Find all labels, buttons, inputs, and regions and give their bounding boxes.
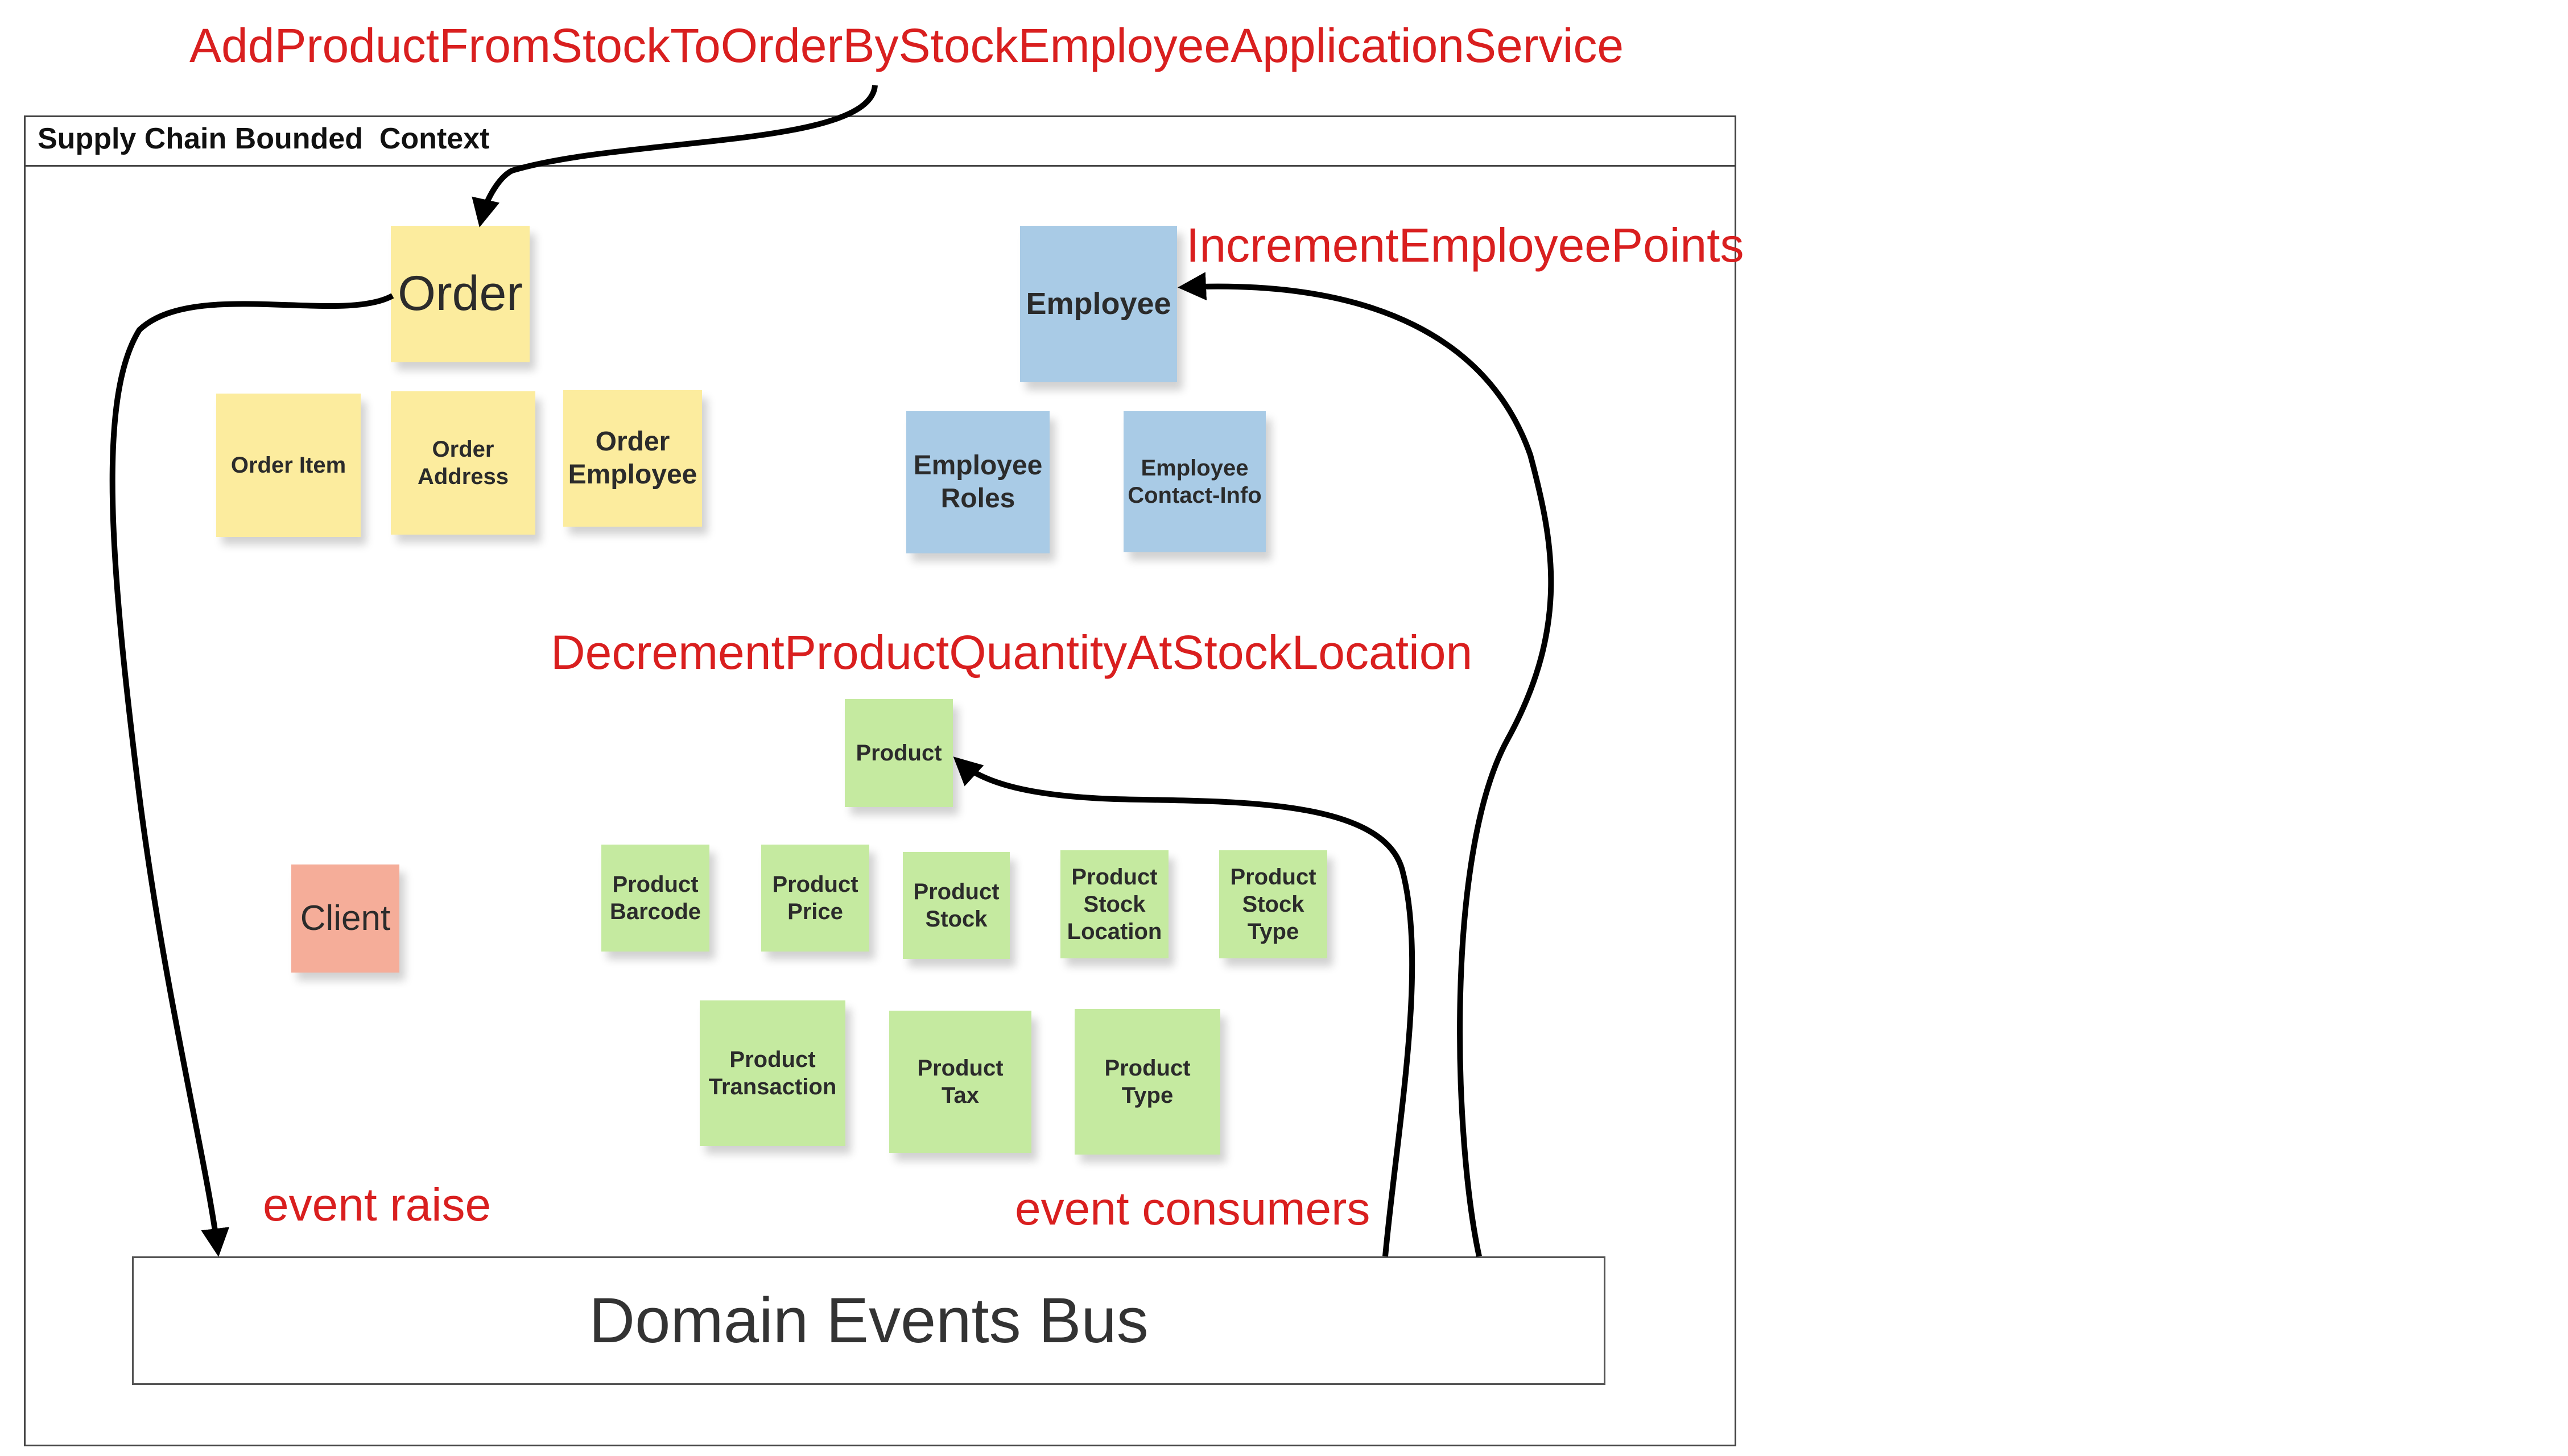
bounded-context-header: [24, 115, 1736, 167]
note-product-stock[interactable]: Product Stock: [903, 852, 1010, 959]
arrow-order-to-bus: [109, 293, 394, 1257]
note-product-price[interactable]: Product Price: [761, 845, 869, 952]
note-employee[interactable]: Employee: [1020, 226, 1177, 382]
note-order[interactable]: Order: [391, 226, 530, 362]
label-event-raise: event raise: [263, 1179, 492, 1231]
note-employee-contact-info[interactable]: Employee Contact-Info: [1124, 411, 1266, 552]
bounded-context-title: Supply Chain Bounded Context: [38, 122, 490, 155]
bounded-context-frame: [24, 115, 1736, 1446]
label-increment-employee-points: IncrementEmployeePoints: [1186, 218, 1744, 272]
note-employee-roles[interactable]: Employee Roles: [906, 411, 1050, 553]
arrow-bus-to-employee: [1178, 272, 1554, 1258]
note-product-tax[interactable]: Product Tax: [889, 1011, 1031, 1153]
label-event-consumers: event consumers: [1015, 1183, 1370, 1235]
note-product-barcode[interactable]: Product Barcode: [601, 845, 709, 952]
note-product-transaction[interactable]: Product Transaction: [700, 1000, 845, 1146]
note-client[interactable]: Client: [291, 864, 399, 973]
arrow-service-to-order: [472, 85, 878, 228]
note-order-employee[interactable]: Order Employee: [563, 390, 702, 527]
note-product-type[interactable]: Product Type: [1075, 1009, 1220, 1155]
label-decrement-product-quantity: DecrementProductQuantityAtStockLocation: [551, 626, 1473, 679]
domain-events-bus[interactable]: Domain Events Bus: [132, 1256, 1605, 1385]
note-order-address[interactable]: Order Address: [391, 391, 535, 535]
note-product-stock-type[interactable]: Product Stock Type: [1219, 850, 1327, 958]
note-product-stock-location[interactable]: Product Stock Location: [1060, 850, 1169, 958]
note-product[interactable]: Product: [845, 699, 953, 807]
note-order-item[interactable]: Order Item: [216, 394, 361, 537]
arrow-bus-to-product: [953, 756, 1415, 1257]
service-label: AddProductFromStockToOrderByStockEmploye…: [189, 19, 1624, 72]
